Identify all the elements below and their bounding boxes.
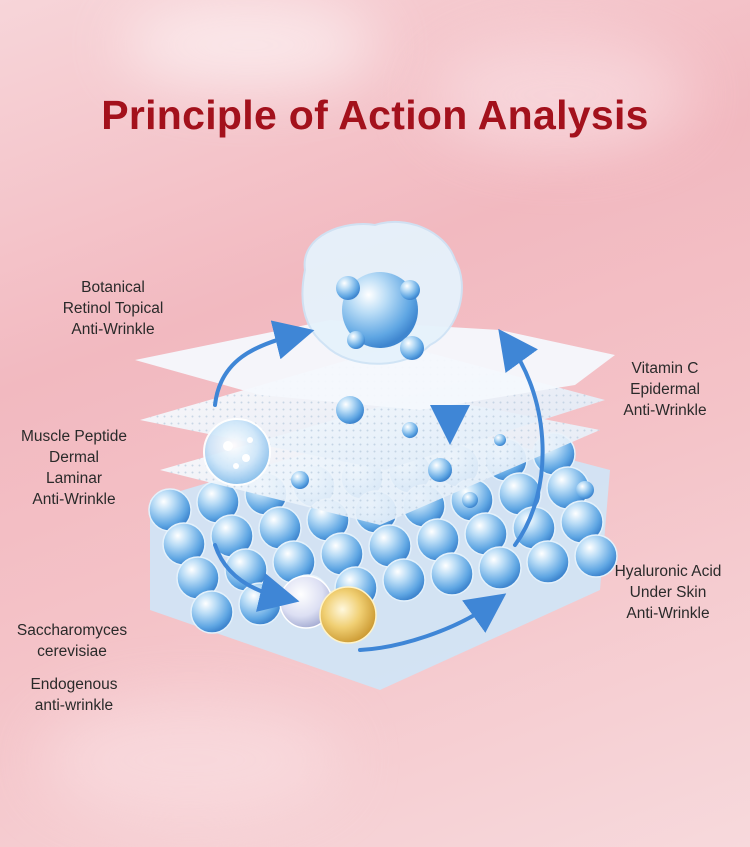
page-title: Principle of Action Analysis — [101, 92, 649, 138]
bubble-sphere-icon — [203, 418, 271, 486]
layer-sphere — [190, 590, 234, 634]
label-endogenous: Endogenous anti-wrinkle — [30, 676, 118, 714]
curved-arrow-icon — [213, 320, 545, 652]
layer-sphere — [382, 558, 426, 602]
top-membrane-sheet — [135, 320, 615, 410]
label-botanical-retinol: Botanical Retinol Topical Anti-Wrinkle — [62, 279, 164, 338]
molecule-icon — [301, 220, 463, 365]
layer-sphere — [574, 534, 618, 578]
gold-sphere-icon — [319, 586, 377, 644]
layer-sphere — [526, 540, 570, 584]
label-saccharomyces: Saccharomyces cerevisiae — [16, 622, 128, 660]
label-muscle-peptide: Muscle Peptide Dermal Laminar Anti-Wrink… — [21, 428, 127, 508]
layer-sphere — [478, 546, 522, 590]
label-vitamin-c: Vitamin C Epidermal Anti-Wrinkle — [623, 360, 707, 419]
label-hyaluronic-acid: Hyaluronic Acid Under Skin Anti-Wrinkle — [614, 563, 722, 622]
floating-bubbles — [291, 396, 594, 508]
background-glow — [430, 40, 690, 150]
layer-sphere — [430, 552, 474, 596]
background-glow — [120, 0, 380, 90]
background-glow — [40, 700, 340, 820]
